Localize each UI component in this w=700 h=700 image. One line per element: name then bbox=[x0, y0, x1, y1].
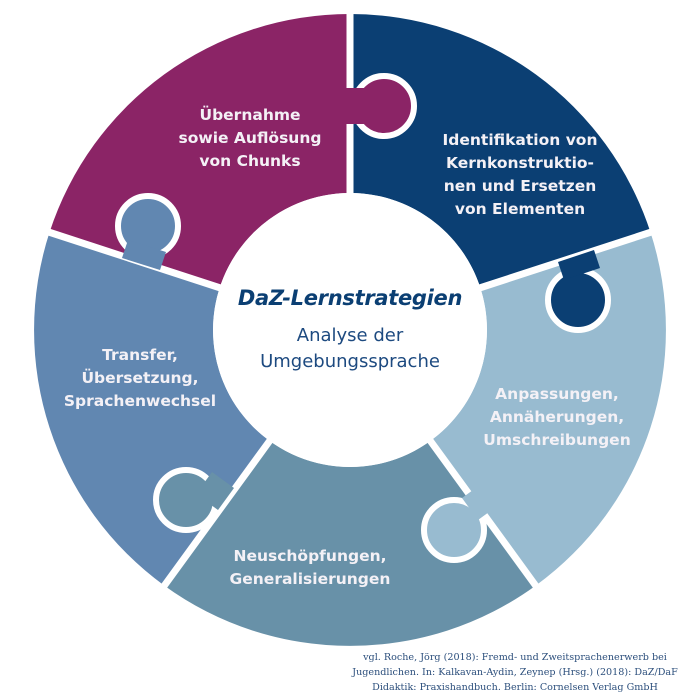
tab-light-blue bbox=[421, 482, 500, 563]
center-subtitle: Analyse der Umgebungssprache bbox=[260, 325, 440, 372]
citation: vgl. Roche, Jörg (2018): Fremd- und Zwei… bbox=[352, 652, 678, 693]
segment-label-top-left: Übernahme sowie Auflösung von Chunks bbox=[178, 106, 322, 170]
center-circle bbox=[213, 193, 487, 467]
segment-label-bottom: Neuschöpfungen, Generalisierungen bbox=[229, 547, 391, 588]
segment-label-left: Transfer, Übersetzung, Sprachenwechsel bbox=[63, 346, 217, 410]
segment-label-top-right: Identifikation von Kernkonstruktio- nen … bbox=[442, 131, 598, 218]
tab-teal bbox=[153, 467, 234, 533]
segment-label-right: Anpassungen, Annäherungen, Umschreibunge… bbox=[483, 385, 631, 449]
tab-steel bbox=[115, 193, 181, 270]
segment-bottom-shape bbox=[164, 440, 536, 646]
center-title: DaZ-Lernstrategien bbox=[237, 286, 463, 310]
segment-top-right-shape bbox=[350, 14, 651, 288]
tab-purple bbox=[345, 73, 417, 139]
tab-navy bbox=[545, 250, 611, 333]
